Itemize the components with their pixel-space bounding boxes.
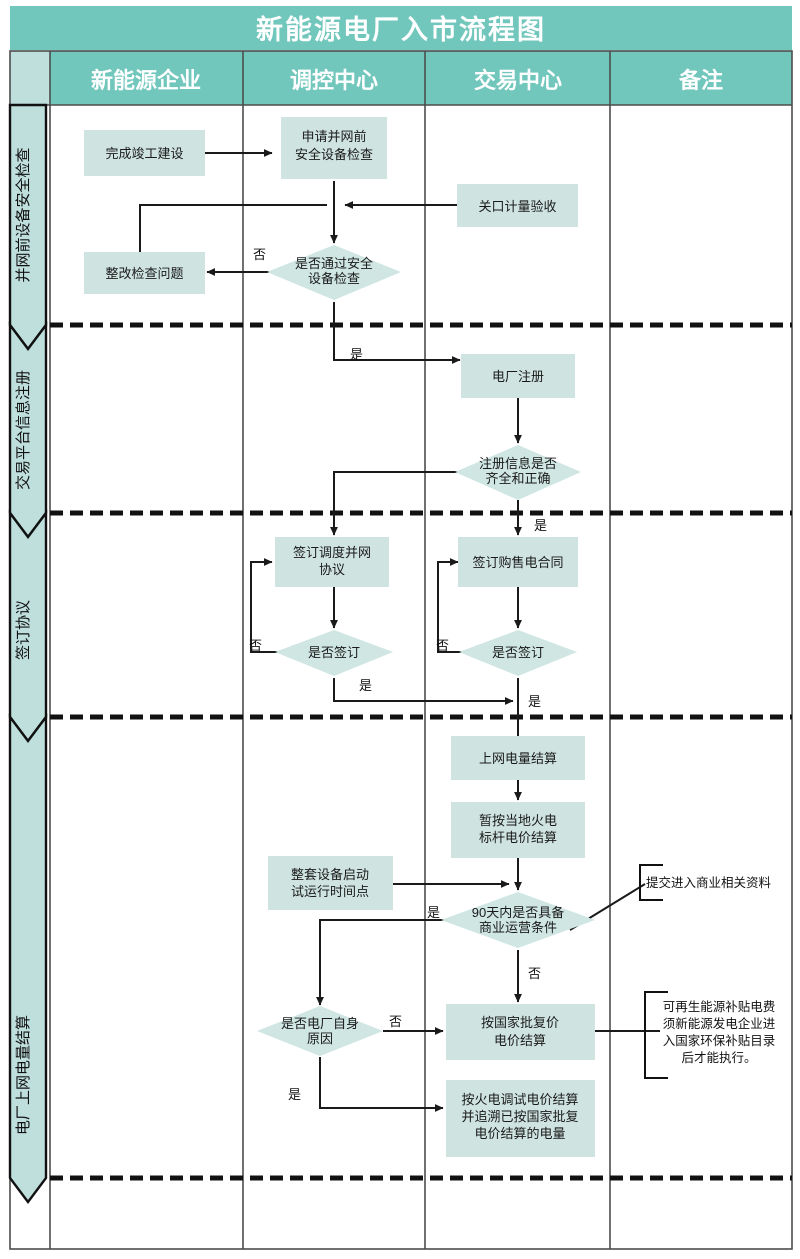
note-2-bracket: [644, 991, 668, 1079]
node-n14-label: 整套设备启动试运行时间点: [291, 867, 369, 899]
node-n8-label: 签订调度并网协议: [293, 545, 371, 577]
edge-label-e2: 是: [350, 347, 363, 362]
phase-chevron-4: [8, 713, 48, 1204]
node-n6-box[interactable]: [461, 354, 575, 398]
edge-n7-no-n8: [330, 471, 459, 536]
node-n15-label: 90天内是否具备商业运营条件: [472, 905, 564, 935]
node-n16-diamond[interactable]: [257, 1006, 383, 1056]
phase3-connectors: [250, 558, 522, 746]
node-n5[interactable]: 整改检查问题: [84, 252, 205, 294]
node-n14-box[interactable]: [268, 856, 393, 910]
phase-label-pre-grid-inspection: 并网前设备安全检查: [14, 147, 32, 282]
column-header-remarks: 备注: [678, 68, 723, 93]
node-n7-label: 注册信息是否齐全和正确: [479, 456, 557, 486]
column-header-enterprise: 新能源企业: [91, 68, 201, 93]
note-2: 可再生能源补贴电费须新能源发电企业进入国家环保补贴目录后才能执行。: [644, 991, 776, 1079]
node-n17-label: 按国家批复价电价结算: [481, 1015, 559, 1048]
edge-label-e6: 否: [436, 638, 449, 653]
node-n2-box[interactable]: [281, 117, 387, 179]
node-n12-label: 上网电量结算: [479, 751, 557, 766]
node-n12[interactable]: 上网电量结算: [451, 736, 585, 780]
node-n8[interactable]: 签订调度并网协议: [275, 537, 389, 587]
column-header-trading: 交易中心: [474, 68, 562, 93]
edge-label-e9: 否: [528, 966, 541, 981]
edge-n9-no-loop: [250, 558, 286, 653]
node-n4-label: 是否通过安全设备检查: [295, 256, 373, 286]
node-n10-label: 签订购售电合同: [472, 555, 563, 570]
node-n1-box[interactable]: [84, 130, 205, 176]
node-n12-box[interactable]: [451, 736, 585, 780]
edge-n9-yes-join: [333, 678, 514, 705]
edge-n15-no-n16: [316, 919, 455, 1006]
page-title: 新能源电厂入市流程图: [256, 14, 546, 45]
note-1: 提交进入商业相关资料: [639, 864, 772, 901]
node-n7[interactable]: 注册信息是否齐全和正确: [455, 445, 581, 500]
edge-n16-yes-n18: [319, 1057, 444, 1112]
phase2-connectors: [330, 398, 522, 536]
node-n5-box[interactable]: [84, 252, 205, 294]
edge-label-e4: 否: [249, 638, 262, 653]
edge-label-e7: 是: [528, 694, 541, 709]
node-n15-diamond[interactable]: [441, 892, 595, 948]
node-n16-label: 是否电厂自身原因: [281, 1016, 359, 1046]
node-n3-label: 关口计量验收: [478, 199, 556, 214]
node-n18-label: 按火电调试电价结算并追溯已按国家批复电价结算的电量: [461, 1092, 578, 1141]
node-n16[interactable]: 是否电厂自身原因: [257, 1006, 383, 1056]
node-n11-label: 是否签订: [492, 645, 544, 660]
node-n1[interactable]: 完成竣工建设: [84, 130, 205, 176]
note-2-label: 可再生能源补贴电费须新能源发电企业进入国家环保补贴目录后才能执行。: [663, 999, 776, 1065]
edge-n5-loopback: [139, 204, 327, 260]
node-n4-diamond[interactable]: [267, 245, 401, 300]
node-n11[interactable]: 是否签订: [459, 630, 577, 676]
node-n11-diamond[interactable]: [459, 630, 577, 676]
node-n6-label: 电厂注册: [492, 369, 544, 384]
node-n18[interactable]: 按火电调试电价结算并追溯已按国家批复电价结算的电量: [446, 1080, 595, 1157]
edge-n11-no-loop: [437, 558, 471, 653]
edge-label-e8: 是: [427, 905, 440, 920]
node-n13-label: 暂按当地火电标杆电价结算: [479, 813, 557, 845]
edge-label-e1: 否: [253, 247, 266, 262]
node-n17-box[interactable]: [446, 1004, 595, 1060]
node-n9-diamond[interactable]: [275, 630, 393, 676]
column-header-band: [10, 51, 792, 105]
node-n13-box[interactable]: [451, 802, 585, 858]
phase-label-settlement: 电厂上网电量结算: [14, 1015, 32, 1135]
phase-label-sign-agreement: 签订协议: [15, 600, 32, 660]
note-1-bracket: [639, 864, 663, 901]
node-n18-box[interactable]: [446, 1080, 595, 1157]
node-n2[interactable]: 申请并网前安全设备检查: [281, 117, 387, 179]
header-corner-cell: [10, 51, 50, 105]
edge-n4-yes-n6: [333, 302, 461, 364]
node-n9-label: 是否签订: [308, 645, 360, 660]
node-n15[interactable]: 90天内是否具备商业运营条件: [441, 892, 595, 948]
edge-label-e3: 是: [534, 518, 547, 533]
node-n14[interactable]: 整套设备启动试运行时间点: [268, 856, 393, 910]
node-n1-label: 完成竣工建设: [105, 146, 183, 161]
column-header-dispatch: 调控中心: [290, 68, 378, 93]
node-n10[interactable]: 签订购售电合同: [458, 537, 578, 587]
node-n6[interactable]: 电厂注册: [461, 354, 575, 398]
node-n10-box[interactable]: [458, 537, 578, 587]
phase-label-platform-registration: 交易平台信息注册: [14, 370, 32, 490]
node-n17[interactable]: 按国家批复价电价结算: [446, 1004, 595, 1060]
node-n4[interactable]: 是否通过安全设备检查: [267, 245, 401, 300]
node-n3-box[interactable]: [457, 184, 578, 227]
note-1-label: 提交进入商业相关资料: [646, 875, 772, 890]
node-n3[interactable]: 关口计量验收: [457, 184, 578, 227]
edge-label-e11: 是: [288, 1087, 301, 1102]
phase-ribbon: 并网前设备安全检查 交易平台信息注册 签订协议 电厂上网电量结算: [8, 103, 48, 1204]
title-band: [10, 6, 792, 50]
node-n8-box[interactable]: [275, 537, 389, 587]
node-n7-diamond[interactable]: [455, 445, 581, 500]
node-n2-label: 申请并网前安全设备检查: [295, 129, 373, 162]
node-n5-label: 整改检查问题: [105, 266, 183, 281]
node-n13[interactable]: 暂按当地火电标杆电价结算: [451, 802, 585, 858]
node-n9[interactable]: 是否签订: [275, 630, 393, 676]
edge-label-e10: 否: [389, 1014, 402, 1029]
edge-label-e5: 是: [359, 678, 372, 693]
